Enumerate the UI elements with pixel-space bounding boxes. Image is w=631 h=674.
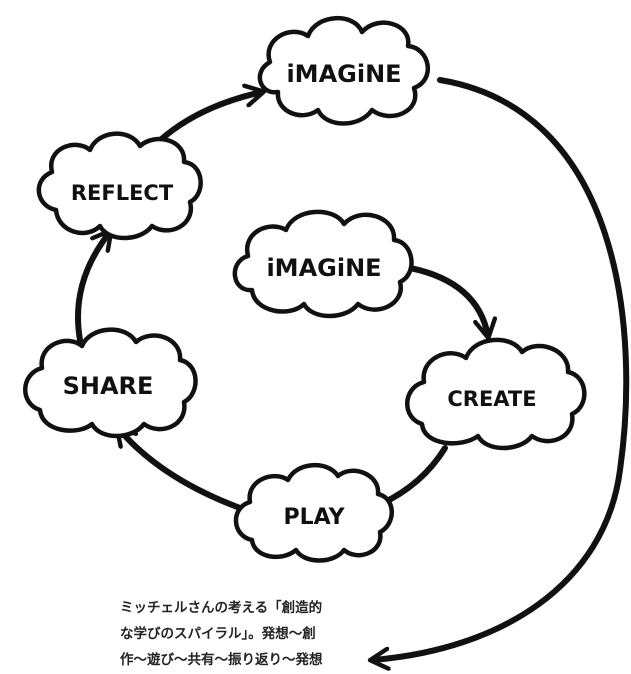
node-play: PLAY	[233, 462, 394, 563]
arrow-share-to-reflect	[75, 232, 110, 343]
cloud-shape	[405, 337, 587, 451]
cloud-shape	[257, 16, 431, 126]
arrow-imagine-spiral-out	[372, 77, 630, 660]
caption-line-3: 作〜遊び〜共有〜振り返り〜発想	[120, 652, 323, 668]
node-reflect: REFLECT	[36, 131, 203, 241]
node-label: CREATE	[447, 387, 536, 411]
caption-line-1: ミッチェルさんの考える「創造的	[120, 600, 323, 616]
node-label: REFLECT	[71, 181, 174, 205]
node-imagine-center: iMAGiNE	[232, 209, 414, 319]
node-create: CREATE	[405, 337, 587, 451]
cloud-shape	[233, 462, 394, 563]
node-share: SHARE	[23, 327, 198, 439]
cloud-shape	[36, 131, 203, 241]
node-imagine-top: iMAGiNE	[257, 16, 431, 126]
node-label: iMAGiNE	[286, 60, 401, 88]
node-label: SHARE	[63, 372, 154, 400]
cloud-shape	[23, 327, 198, 439]
cloud-shape	[232, 209, 414, 319]
node-label: PLAY	[284, 505, 346, 530]
caption-line-2: な学びのスパイラル」。発想〜創	[120, 626, 316, 642]
node-label: iMAGiNE	[266, 254, 381, 282]
arrow-imagine-to-create	[407, 265, 488, 336]
arrow-play-to-share	[118, 428, 243, 511]
